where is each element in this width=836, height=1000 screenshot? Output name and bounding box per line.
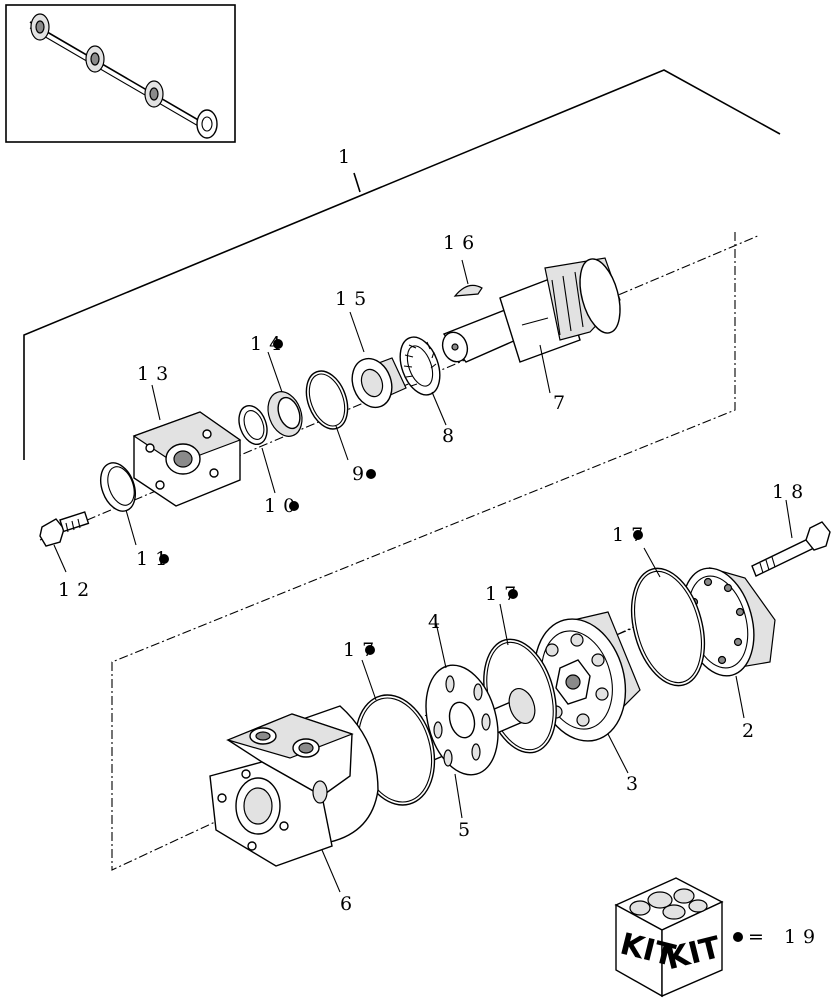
kit-legend: KIT KIT = 19 — [614, 877, 822, 998]
part-17-oring-right — [630, 567, 706, 687]
callout-14: 14 — [250, 333, 288, 355]
kit-dot-9 — [366, 469, 376, 479]
part-14-bushing — [267, 391, 303, 437]
kit-dot-14 — [273, 339, 283, 349]
part-6-housing — [209, 705, 379, 867]
part-4-plate — [425, 664, 499, 776]
part-15-race — [351, 357, 407, 409]
kit-dot-17-left — [365, 645, 375, 655]
kit-legend-equals: = 19 — [748, 926, 822, 948]
kit-dot-11 — [159, 554, 169, 564]
callout-11: 11 — [136, 548, 174, 570]
callout-15: 15 — [335, 288, 373, 310]
callout-6: 6 — [340, 893, 359, 915]
callout-17-right: 17 — [612, 524, 650, 546]
callout-labels: 1 2 3 4 5 6 7 8 9 10 11 12 13 14 15 16 1… — [58, 146, 810, 915]
kit-box-icon: KIT KIT — [614, 877, 725, 998]
callout-17-left: 17 — [343, 639, 381, 661]
kit-dot-17-right — [633, 530, 643, 540]
callout-7: 7 — [553, 392, 572, 414]
part-10-washer — [238, 404, 268, 446]
leader-lines — [53, 259, 793, 893]
callout-17-middle: 17 — [485, 583, 523, 605]
part-7-shaft — [441, 257, 621, 363]
part-3-gerotor — [533, 611, 641, 742]
kit-legend-dot — [733, 932, 743, 942]
callout-9: 9 — [352, 463, 371, 485]
part-16-key — [453, 284, 483, 297]
part-9-oring — [305, 370, 349, 430]
callout-10: 10 — [264, 495, 302, 517]
callout-13: 13 — [137, 363, 175, 385]
part-8-needle-bearing — [399, 336, 441, 396]
kit-dot-10 — [289, 501, 299, 511]
kit-dot-17-middle — [508, 589, 518, 599]
callout-16: 16 — [443, 232, 481, 254]
kit-bracket-lines — [23, 69, 781, 460]
callout-3: 3 — [626, 773, 645, 795]
callout-18: 18 — [772, 481, 810, 503]
part-12-bolt — [39, 511, 90, 547]
callout-2: 2 — [742, 720, 761, 742]
callout-8: 8 — [442, 425, 461, 447]
part-18-bolt — [751, 521, 831, 577]
locator-inset — [5, 4, 236, 143]
callout-12: 12 — [58, 579, 96, 601]
callout-5: 5 — [458, 819, 477, 841]
callout-4: 4 — [428, 611, 447, 633]
kit-dots — [159, 339, 643, 655]
callout-1: 1 — [338, 146, 357, 168]
part-13-flange — [132, 411, 242, 507]
